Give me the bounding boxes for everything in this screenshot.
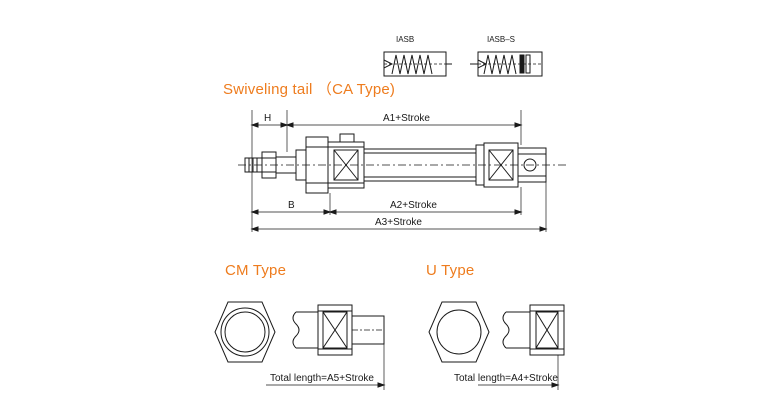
dim-label-a2: A2+Stroke (390, 200, 437, 211)
dim-label-a3: A3+Stroke (375, 217, 422, 228)
heading-u-type: U Type (426, 262, 475, 279)
cm-total-length-label: Total length=A5+Stroke (270, 373, 374, 384)
sensor-iasb-s-label: IASB–S (487, 35, 515, 44)
dim-label-h: H (264, 113, 271, 124)
sensor-iasb: IASB (383, 35, 452, 77)
dim-label-b: B (288, 200, 295, 211)
sensor-iasb-s: IASB–S (470, 35, 543, 77)
heading-cm-type: CM Type (225, 262, 287, 279)
cm-type-drawing (214, 301, 386, 390)
heading-swiveling-tail: Swiveling tail （CA Type) (223, 81, 396, 98)
u-type-drawing (428, 301, 565, 390)
u-total-length-label: Total length=A4+Stroke (454, 373, 558, 384)
ca-type-cylinder (238, 110, 566, 232)
sensor-iasb-label: IASB (396, 35, 414, 44)
dim-label-a1: A1+Stroke (383, 113, 430, 124)
